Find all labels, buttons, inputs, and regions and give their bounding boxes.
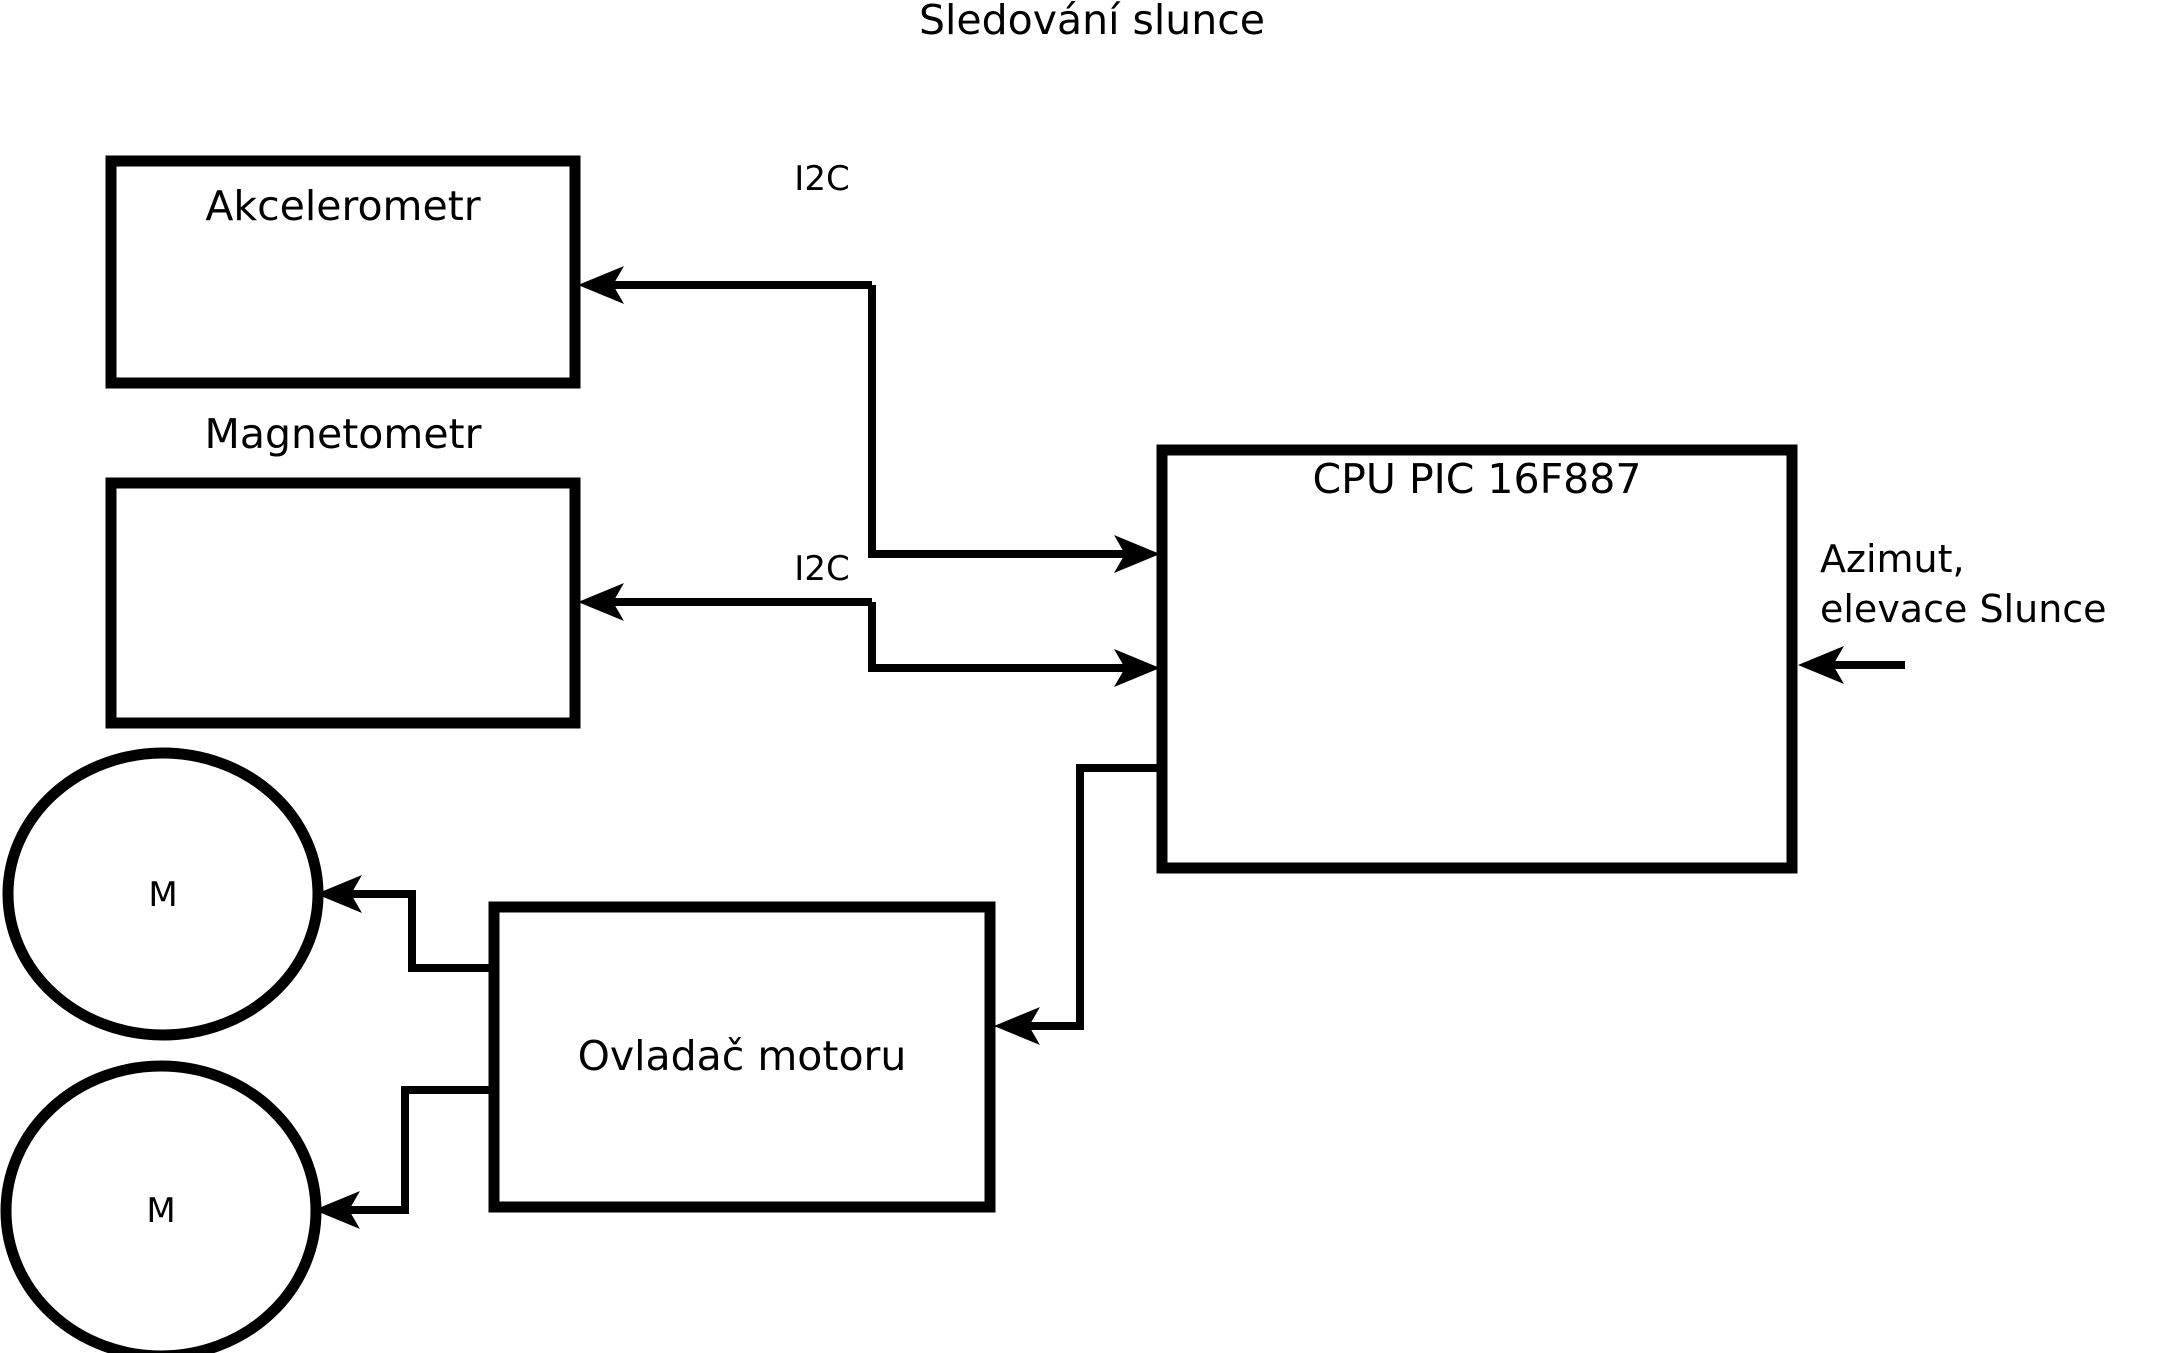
node-accelerometer[interactable]: Akcelerometr: [105, 155, 581, 389]
external-input-sun-position: Azimut, elevace Slunce: [1798, 537, 2107, 684]
edge-cpu-to-magnetometer: I2C: [578, 549, 872, 621]
edge-motor-driver-to-motor-1: [316, 875, 492, 972]
edge-motor-driver-to-motor-1-line: [340, 890, 492, 972]
node-motor-driver[interactable]: Ovladač motoru: [488, 901, 996, 1213]
arrowhead-into-cpu-right: [1798, 646, 1844, 684]
edge-label-magnetometer-i2c: I2C: [794, 549, 849, 589]
node-motor-1[interactable]: M: [2, 747, 324, 1041]
edge-label-accelerometer-i2c: I2C: [794, 159, 849, 199]
edge-motor-driver-to-motor-2: [314, 1086, 492, 1229]
node-cpu[interactable]: CPU PIC 16F887: [1156, 444, 1798, 874]
arrowhead-into-motor-2: [314, 1191, 360, 1229]
cpu-box: [1156, 444, 1798, 874]
edge-cpu-to-motor-driver-line: [1018, 764, 1157, 1030]
arrowhead-into-motor-driver: [994, 1007, 1040, 1045]
motor-2-circle: [0, 1060, 322, 1353]
sun-position-label-line-1: Azimut,: [1820, 537, 1965, 581]
arrowhead-into-magnetometer: [578, 583, 624, 621]
magnetometer-box: [105, 477, 581, 729]
edge-motor-driver-to-motor-2-line: [338, 1086, 492, 1214]
magnetometer-label: Magnetometr: [205, 410, 482, 458]
edge-accelerometer-to-cpu: [868, 285, 1160, 573]
node-motor-2[interactable]: M: [0, 1060, 322, 1353]
node-magnetometer[interactable]: Magnetometr: [105, 410, 581, 729]
motor-driver-box: [488, 901, 996, 1213]
edge-cpu-to-motor-driver: [994, 764, 1157, 1045]
diagram-title: Sledování slunce: [919, 0, 1265, 44]
cpu-label: CPU PIC 16F887: [1313, 455, 1642, 503]
arrowhead-into-accelerometer: [578, 266, 624, 304]
edge-cpu-to-accelerometer: I2C: [578, 159, 872, 304]
arrowhead-into-cpu-bottom: [1114, 649, 1160, 687]
motor-driver-label: Ovladač motoru: [578, 1032, 907, 1080]
motor-1-label: M: [148, 875, 177, 915]
accelerometer-box: [105, 155, 581, 389]
edge-accelerometer-to-cpu-line: [868, 285, 1135, 558]
edge-magnetometer-to-cpu-line: [868, 602, 1135, 672]
accelerometer-label: Akcelerometr: [205, 182, 480, 230]
sun-position-label-line-2: elevace Slunce: [1820, 587, 2107, 631]
edge-magnetometer-to-cpu: [868, 602, 1160, 687]
motor-2-label: M: [146, 1191, 175, 1231]
arrowhead-into-motor-1: [316, 875, 362, 913]
arrowhead-into-cpu-top: [1114, 535, 1160, 573]
